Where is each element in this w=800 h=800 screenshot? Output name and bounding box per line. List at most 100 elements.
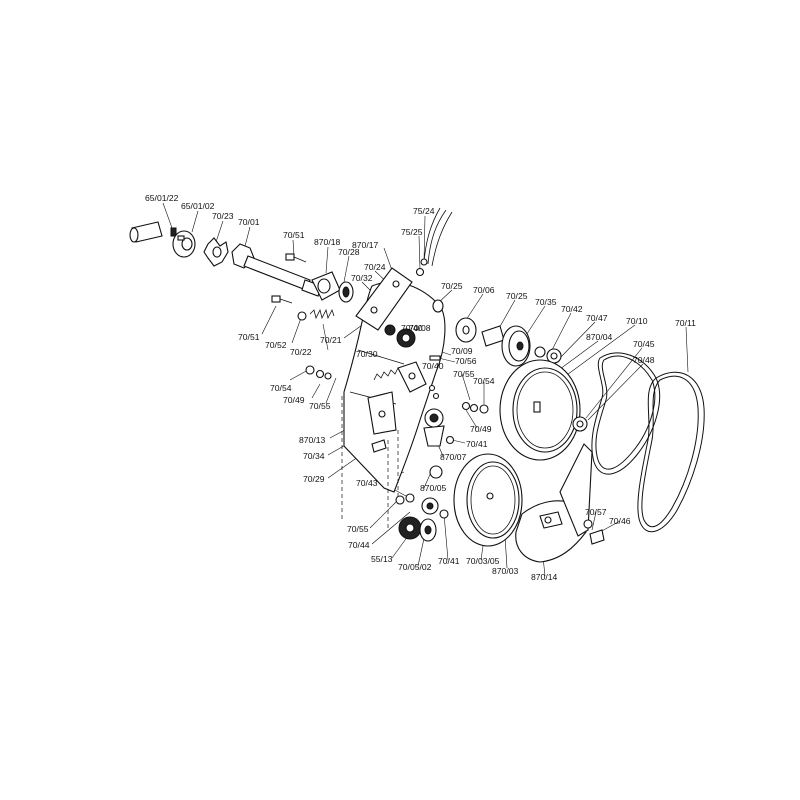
label-870-13: 870/13	[299, 435, 326, 445]
part-labels: 65/01/22 65/01/02 70/23 70/01 70/51 870/…	[145, 193, 696, 582]
label-70-43: 70/43	[356, 478, 378, 488]
label-70-06: 70/06	[473, 285, 495, 295]
belt-cover	[515, 443, 593, 563]
main-shaft	[231, 243, 323, 297]
shaft-sleeve	[129, 221, 163, 243]
bolt-70-46	[589, 529, 605, 545]
label-70-09: 70/09	[451, 346, 473, 356]
coupling-flange	[172, 230, 196, 258]
label-70-41-a: 70/41	[466, 439, 488, 449]
label-70-54-a: 70/54	[473, 376, 495, 386]
washer-70-44	[405, 493, 415, 503]
bearing	[338, 281, 354, 303]
label-70-01: 70/01	[238, 217, 260, 227]
label-70-10: 70/10	[626, 316, 648, 326]
gear-55-13	[398, 516, 422, 540]
washer-70-55-lower	[395, 495, 405, 505]
label-70-32: 70/32	[351, 273, 373, 283]
flat-washer-70-06	[455, 317, 477, 343]
label-70-52: 70/52	[265, 340, 287, 350]
washer-70-45	[572, 416, 588, 432]
label-870-04: 870/04	[586, 332, 613, 342]
bolt-upper	[285, 253, 307, 263]
label-70-42: 70/42	[561, 304, 583, 314]
label-70-51-b: 70/51	[238, 332, 260, 342]
label-70-41-b: 70/41	[438, 556, 460, 566]
spacer-70-25	[481, 325, 505, 347]
label-70-11: 70/11	[675, 318, 696, 328]
spring-70-22	[309, 308, 335, 320]
label-70-44: 70/44	[348, 540, 370, 550]
tension-arm	[397, 361, 427, 393]
assembly-axes	[341, 396, 399, 528]
label-70-22: 70/22	[290, 347, 312, 357]
screw-a	[428, 384, 436, 392]
label-55-13: 55/13	[371, 554, 393, 564]
washer-70-57	[583, 519, 593, 529]
label-870-07: 870/07	[440, 452, 467, 462]
nut-70-41	[445, 435, 455, 445]
small-pulley	[501, 325, 531, 367]
label-70-30: 70/30	[356, 349, 378, 359]
gear-70-08	[396, 328, 416, 348]
nut-70-42	[534, 346, 546, 358]
cable-nut-2	[420, 258, 428, 266]
label-70-05-02: 70/05/02	[398, 562, 432, 572]
rubber-coupling	[203, 237, 229, 267]
nut-group-left	[305, 365, 332, 380]
label-70-49-a: 70/49	[283, 395, 305, 405]
label-70-03-05: 70/03/05	[466, 556, 500, 566]
label-70-46: 70/46	[609, 516, 631, 526]
label-70-25-b: 70/25	[506, 291, 528, 301]
label-870-14: 870/14	[531, 572, 558, 582]
label-70-21: 70/21	[320, 335, 342, 345]
label-65-01-02: 65/01/02	[181, 201, 215, 211]
screw-b	[432, 392, 440, 400]
label-75-25: 75/25	[401, 227, 423, 237]
label-70-28: 70/28	[338, 247, 360, 257]
bearing-870-05	[421, 497, 439, 515]
label-75-24: 75/24	[413, 206, 435, 216]
label-70-40-a: 70/40	[401, 323, 423, 333]
label-70-45: 70/45	[633, 339, 655, 349]
label-870-05: 870/05	[420, 483, 447, 493]
bushing-70-25	[432, 299, 444, 313]
washer-70-52	[297, 311, 307, 321]
lower-bracket	[367, 391, 397, 435]
cable-nut	[415, 267, 425, 277]
label-70-55-a: 70/55	[453, 369, 475, 379]
label-70-48: 70/48	[633, 355, 655, 365]
spring-70-30	[373, 367, 399, 381]
label-870-03: 870/03	[492, 566, 519, 576]
label-70-47: 70/47	[586, 313, 608, 323]
small-gear	[384, 324, 396, 336]
label-870-17: 870/17	[352, 240, 379, 250]
label-70-35: 70/35	[535, 297, 557, 307]
washer-70-43	[429, 465, 443, 479]
label-70-54-b: 70/54	[270, 383, 292, 393]
large-pulley-lower	[453, 453, 523, 547]
label-70-56: 70/56	[455, 356, 477, 366]
nut-70-41-lower	[439, 509, 449, 519]
small-pin	[170, 227, 177, 237]
label-70-23: 70/23	[212, 211, 234, 221]
label-70-49-b: 70/49	[470, 424, 492, 434]
label-70-25-a: 70/25	[441, 281, 463, 291]
drive-belts	[591, 352, 705, 533]
bolt-lower	[271, 295, 293, 304]
label-70-24: 70/24	[364, 262, 386, 272]
label-870-18: 870/18	[314, 237, 341, 247]
leader-lines	[162, 202, 689, 577]
parts	[129, 207, 705, 563]
label-70-51-a: 70/51	[283, 230, 305, 240]
control-cables	[423, 207, 453, 267]
idler-pulley	[423, 408, 445, 447]
label-70-08: 70/08	[409, 323, 431, 333]
nut-group-right	[461, 401, 489, 414]
label-70-55-b: 70/55	[309, 401, 331, 411]
bolt-70-34	[371, 439, 387, 453]
label-70-34: 70/34	[303, 451, 325, 461]
label-65-01-22: 65/01/22	[145, 193, 179, 203]
label-70-57: 70/57	[585, 507, 607, 517]
